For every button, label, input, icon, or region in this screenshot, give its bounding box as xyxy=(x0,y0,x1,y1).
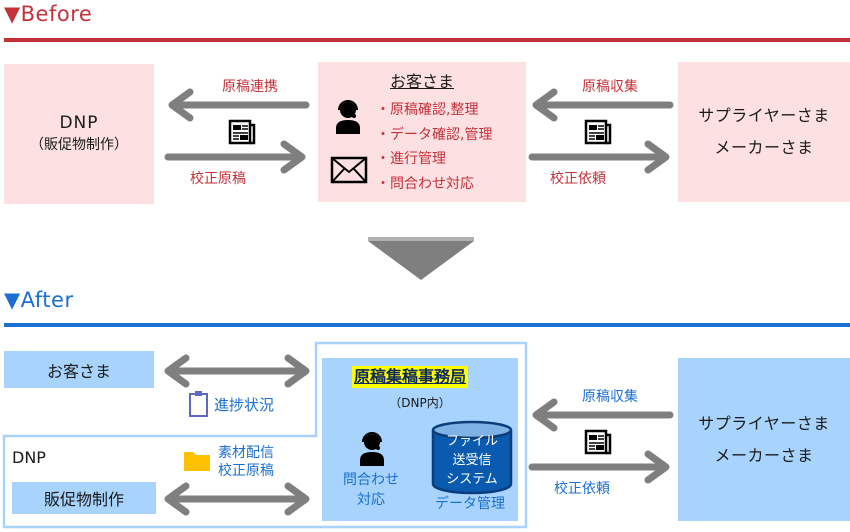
arrow-left-icon xyxy=(168,88,310,122)
material-label-1: 素材配信 xyxy=(218,445,274,461)
before-right-top-label: 原稿収集 xyxy=(582,79,638,95)
task-item: ・原稿確認,整理 xyxy=(376,102,479,118)
mail-icon xyxy=(330,156,368,184)
office-title: 原稿集稿事務局 xyxy=(352,366,469,388)
task-item: ・進行管理 xyxy=(376,151,446,167)
before-left-top-label: 原稿連携 xyxy=(222,79,278,95)
after-dnp-label: DNP xyxy=(12,448,46,467)
after-divider xyxy=(4,323,850,327)
system-line-1: ファイル xyxy=(445,434,498,449)
customer-task-list: ・原稿確認,整理 ・データ確認,管理 ・進行管理 ・問合わせ対応 xyxy=(376,98,492,196)
inquiry-line-2: 対応 xyxy=(357,492,385,508)
operator-headset-icon xyxy=(360,432,384,466)
supplier-label: サプライヤーさま xyxy=(698,413,830,433)
supplier-label: サプライヤーさま xyxy=(698,106,830,125)
double-arrow-icon xyxy=(164,354,310,388)
before-customer-box: お客さま ・原稿確認,整理 ・データ確認,管理 ・進行管理 ・問合わせ対応 xyxy=(318,62,526,202)
progress-label: 進捗状況 xyxy=(214,396,275,414)
customer-title: お客さま xyxy=(389,72,454,91)
office-subtitle: （DNP内） xyxy=(389,396,451,410)
task-item: ・データ確認,管理 xyxy=(376,126,493,143)
after-right-top-label: 原稿収集 xyxy=(582,389,638,405)
arrow-left-icon xyxy=(532,88,674,122)
arrow-right-icon xyxy=(528,450,670,484)
clipboard-icon xyxy=(189,391,208,417)
newspaper-icon xyxy=(584,119,612,145)
arrow-right-icon xyxy=(164,140,306,174)
before-supplier-box: サプライヤーさま メーカーさま xyxy=(678,62,850,202)
maker-label: メーカーさま xyxy=(714,138,814,157)
material-label-2: 校正原稿 xyxy=(218,463,274,479)
before-left-bottom-label: 校正原稿 xyxy=(190,171,246,187)
task-item: ・問合わせ対応 xyxy=(376,175,474,192)
after-supplier-box: サプライヤーさま メーカーさま xyxy=(678,358,850,521)
newspaper-icon xyxy=(228,119,256,145)
production-box: 販促物制作 xyxy=(12,482,156,514)
system-line-2: 送受信 xyxy=(452,453,492,468)
inquiry-line-1: 問合わせ xyxy=(343,472,399,488)
before-divider xyxy=(4,38,850,42)
after-heading: ▼After xyxy=(4,288,74,312)
double-arrow-icon xyxy=(164,482,310,516)
arrow-right-icon xyxy=(528,140,670,174)
inquiry-label: 問合わせ 対応 xyxy=(334,470,408,510)
operator-headset-icon xyxy=(336,100,360,134)
before-heading: ▼Before xyxy=(4,2,93,26)
newspaper-icon xyxy=(584,429,612,455)
dnp-boundary-outline xyxy=(2,341,528,529)
before-right-bottom-label: 校正依頼 xyxy=(550,171,606,187)
before-dnp-box: DNP （販促物制作） xyxy=(4,64,154,204)
arrow-left-icon xyxy=(532,398,674,432)
data-management-label: データ管理 xyxy=(435,496,505,512)
down-triangle-arrow-icon xyxy=(368,237,474,280)
maker-label: メーカーさま xyxy=(714,445,814,465)
folder-icon xyxy=(184,452,210,471)
after-customer-box: お客さま xyxy=(4,351,154,388)
after-right-bottom-label: 校正依頼 xyxy=(554,481,610,497)
dnp-sublabel: （販促物制作） xyxy=(30,137,128,153)
dnp-label: DNP xyxy=(59,113,99,133)
system-line-3: システム xyxy=(446,472,498,487)
file-transfer-system-label: ファイル 送受信 システム xyxy=(432,432,512,489)
manuscript-office-box: 原稿集稿事務局 （DNP内） 問合わせ 対応 ファイル 送受信 システム データ… xyxy=(322,358,518,521)
database-cylinder-icon xyxy=(431,420,513,495)
